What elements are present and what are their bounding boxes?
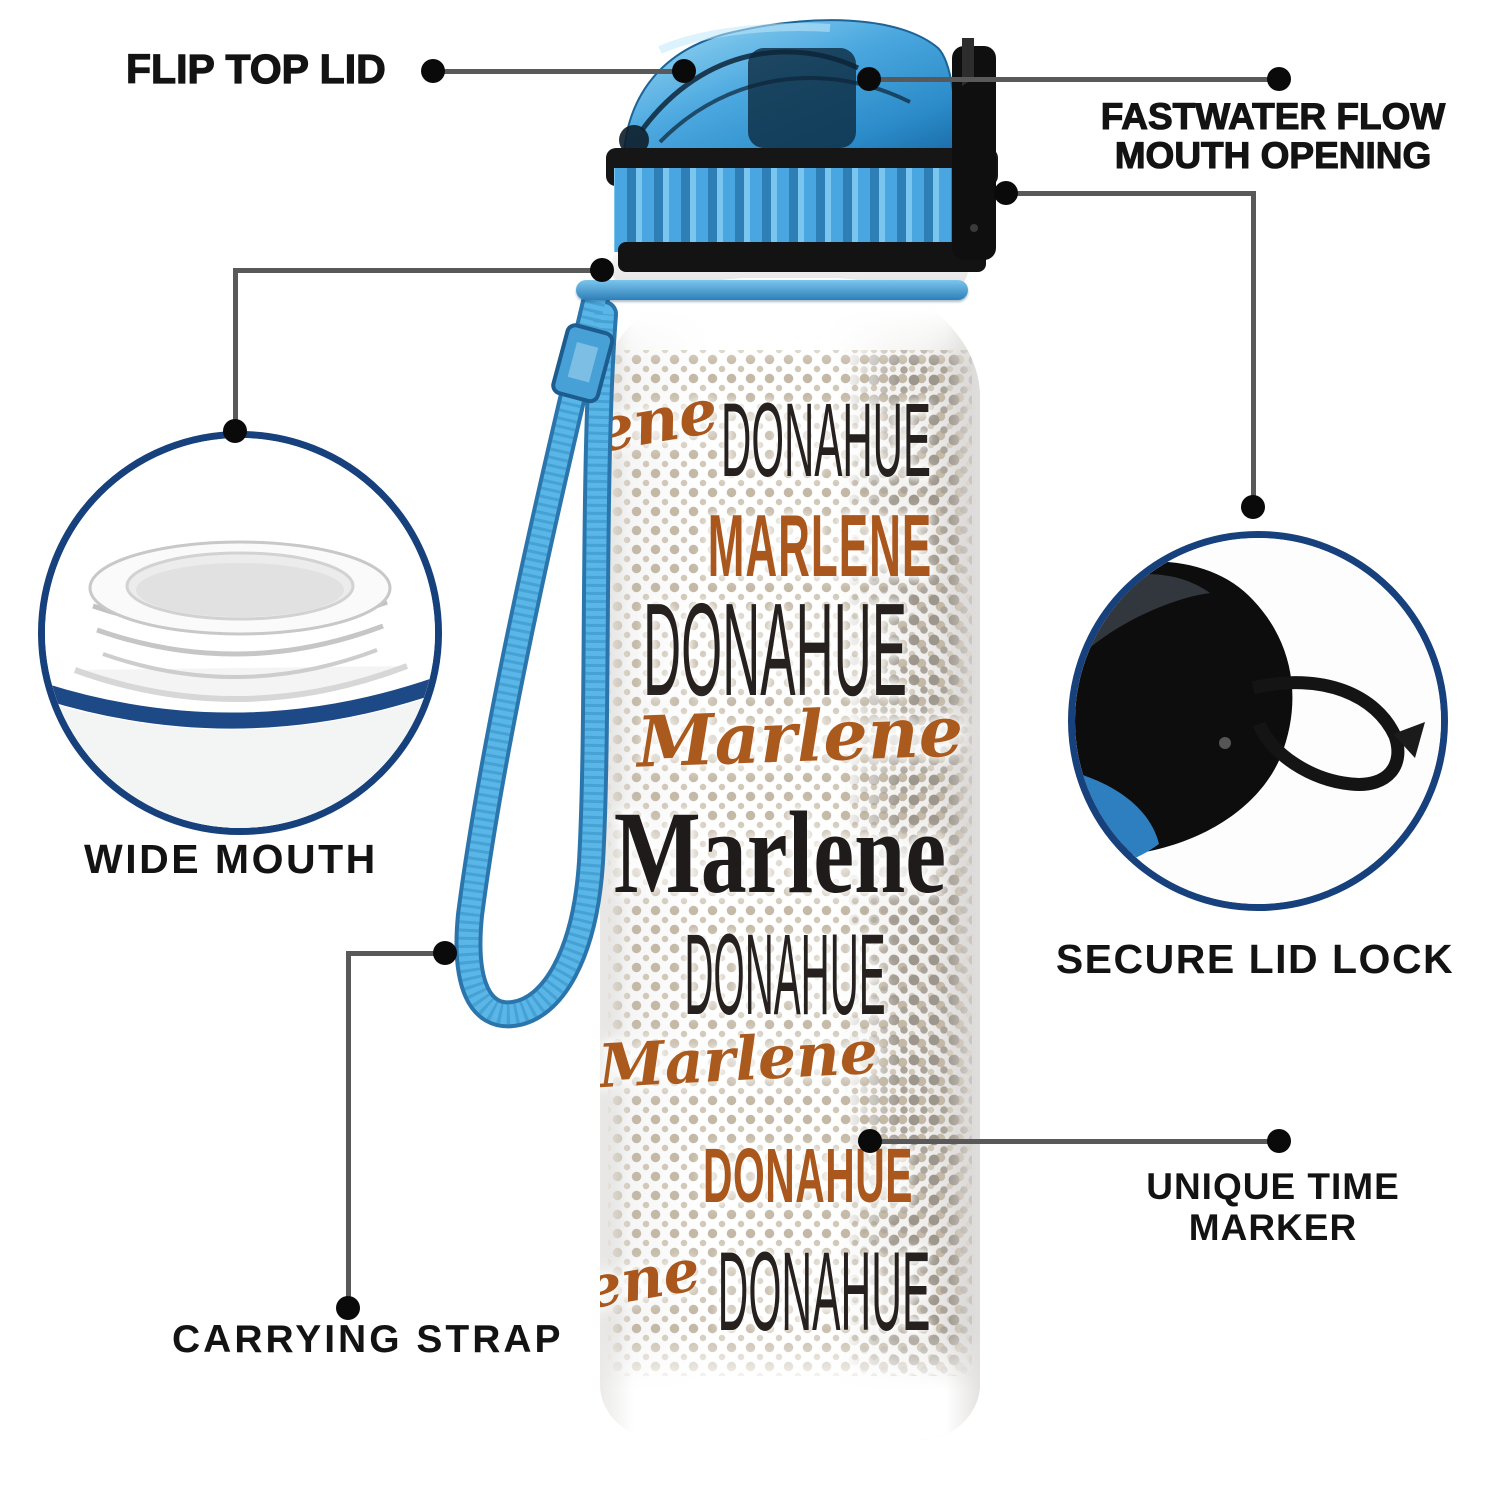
connector-wide-dot-target [590,258,614,282]
connector-fast-line [869,77,1279,82]
print-marlene-script-1: Marlene [635,689,965,784]
connector-wide-dot-inset [223,419,247,443]
print-donahue-3: DONAHUE [684,911,886,1039]
unique-time-line2: MARKER [1188,1207,1358,1248]
print-donahue-2: DONAHUE [642,576,908,723]
lid-hinge [619,125,649,155]
navy-band [45,677,435,729]
lock-hook-tip [1393,722,1425,758]
strap-ring [576,280,968,300]
jar-shoulder [73,663,409,703]
carrying-strap-graphic [454,280,618,1029]
connector-fast-dot-target [857,67,881,91]
connector-time-line [870,1139,1279,1144]
print-donahue-1: DONAHUE [720,382,932,499]
print-marlene-serif: Marlene [613,787,947,918]
connector-time-dot-target [858,1129,882,1153]
lid-dome [619,19,959,155]
flip-top-lid-graphic [606,19,998,272]
connector-secure-hline [1006,191,1256,196]
connector-time-dot-label [1267,1129,1291,1153]
lock-body [1075,561,1293,856]
unique-time-line1: UNIQUE TIME [1146,1166,1400,1207]
jar-mouth [88,540,392,636]
fastwater-flow-label: FASTWATER FLOW MOUTH OPENING [1058,96,1488,176]
flip-top-lid-label: FLIP TOP LID [125,45,386,92]
connector-fast-dot-label [1267,67,1291,91]
lid-bail-wire [639,49,860,132]
connector-secure-dot-target [994,181,1018,205]
fastwater-line2: MOUTH OPENING [1114,135,1432,176]
carrying-strap-label: CARRYING STRAP [172,1318,564,1361]
connector-carry-vline [346,951,351,1308]
strap-buckle [551,323,615,404]
connector-flip-dot-label [421,59,445,83]
connector-carry-dot-label [336,1296,360,1320]
unique-time-marker-label: UNIQUE TIME MARKER [1073,1166,1473,1248]
wide-mouth-label: WIDE MOUTH [84,836,378,882]
lock-loop [1251,676,1405,791]
frosted-body [45,695,435,828]
connector-secure-vline [1251,191,1256,503]
secure-lid-lock-label: SECURE LID LOCK [1055,936,1455,982]
print-marlene-caps: MARLENE [707,496,933,595]
print-donahue-brown: DONAHUE [702,1133,914,1219]
lid-grip-band [614,168,970,252]
wide-mouth-inset [38,431,442,835]
print-donahue-4: DONAHUE [717,1229,931,1354]
connector-wide-vline [233,268,238,430]
fastwater-line1: FASTWATER FLOW [1100,96,1446,137]
connector-carry-dot-target [433,941,457,965]
secure-lid-lock-inset [1068,531,1448,911]
lock-pin [1219,737,1231,749]
connector-secure-dot-inset [1241,495,1265,519]
connector-carry-hline [348,951,445,956]
lid-spout [748,48,856,148]
connector-flip-line [433,69,684,74]
lid-band-bottom [618,242,986,272]
lid-latch [952,38,996,260]
connector-wide-hline [235,268,602,273]
connector-flip-dot-target [672,59,696,83]
